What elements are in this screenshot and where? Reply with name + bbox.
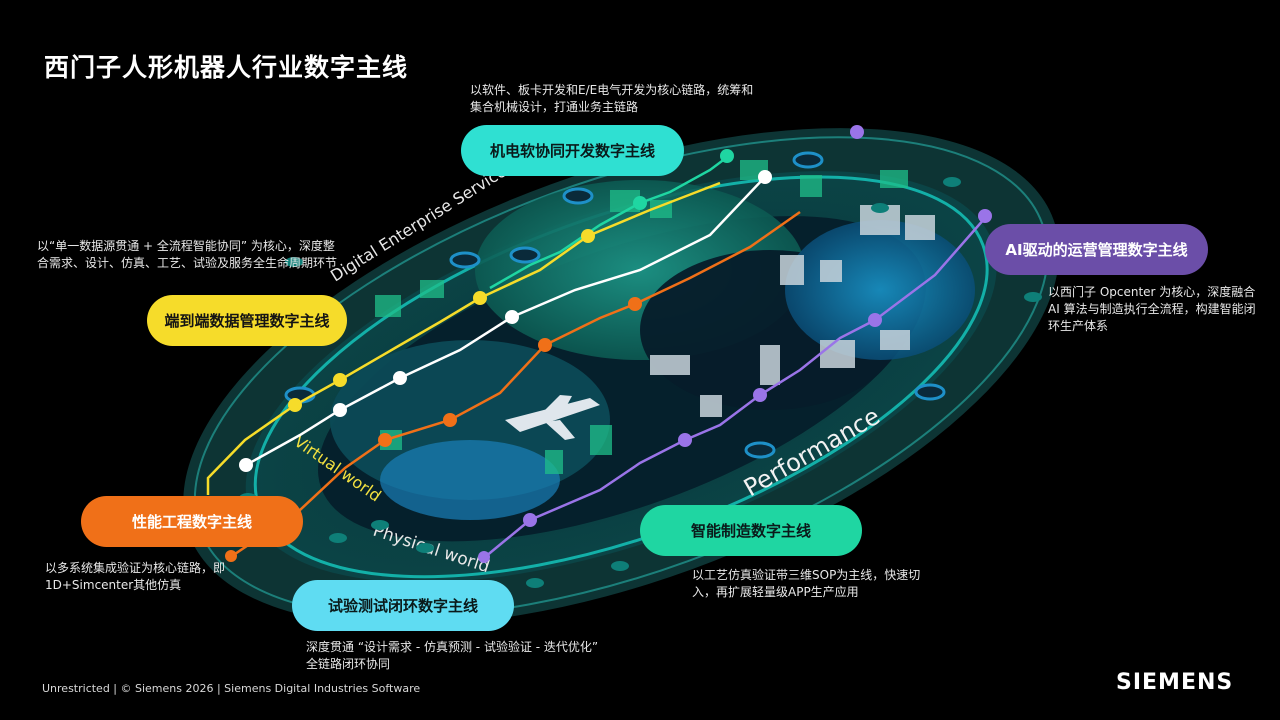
thread-nodes [225, 125, 992, 563]
mfg-thread-pill[interactable]: 智能制造数字主线 [640, 505, 862, 556]
data-thread-description: 以“单一数据源贯通 + 全流程智能协同” 为核心，深度整合需求、设计、仿真、工艺… [37, 239, 338, 270]
siemens-logo: SIEMENS [1116, 670, 1234, 695]
airplane-model [505, 395, 600, 440]
data-thread-pill[interactable]: 端到端数据管理数字主线 [147, 295, 347, 346]
thread-line-mech [489, 154, 731, 290]
thread-line-data [206, 181, 721, 495]
mech-thread-pill[interactable]: 机电软协同开发数字主线 [461, 125, 684, 176]
thread-line-perf [231, 210, 801, 558]
test-thread-description: 深度贯通 “设计需求 - 仿真预测 - 试验验证 - 迭代优化” 全链路闭环协同 [306, 640, 599, 671]
test-thread-pill[interactable]: 试验测试闭环数字主线 [292, 580, 514, 631]
footer-classification: Unrestricted | © Siemens 2026 | Siemens … [42, 682, 421, 695]
physical-world-zone [380, 220, 975, 520]
ai-thread-description: 以西门子 Opcenter 为核心，深度融合 AI 算法与制造执行全流程，构建智… [1048, 285, 1256, 333]
page-title: 西门子人形机器人行业数字主线 [44, 53, 409, 82]
mech-thread-description: 以软件、板卡开发和E/E电气开发为核心链路，统筹和集合机械设计，打通业务主链路 [470, 83, 754, 114]
ai-thread-pill[interactable]: AI驱动的运营管理数字主线 [985, 224, 1208, 275]
perf-thread-pill[interactable]: 性能工程数字主线 [81, 496, 303, 547]
factory-machines [650, 205, 935, 417]
thread-line-ai [484, 217, 986, 558]
mfg-thread-description: 以工艺仿真验证带三维SOP为主线，快速切入，再扩展轻量级APP生产应用 [692, 568, 921, 599]
thread-lines [206, 154, 986, 558]
thread-line-white [245, 176, 766, 467]
perf-thread-description: 以多系统集成验证为核心链路，即1D+Simcenter其他仿真 [45, 561, 226, 592]
